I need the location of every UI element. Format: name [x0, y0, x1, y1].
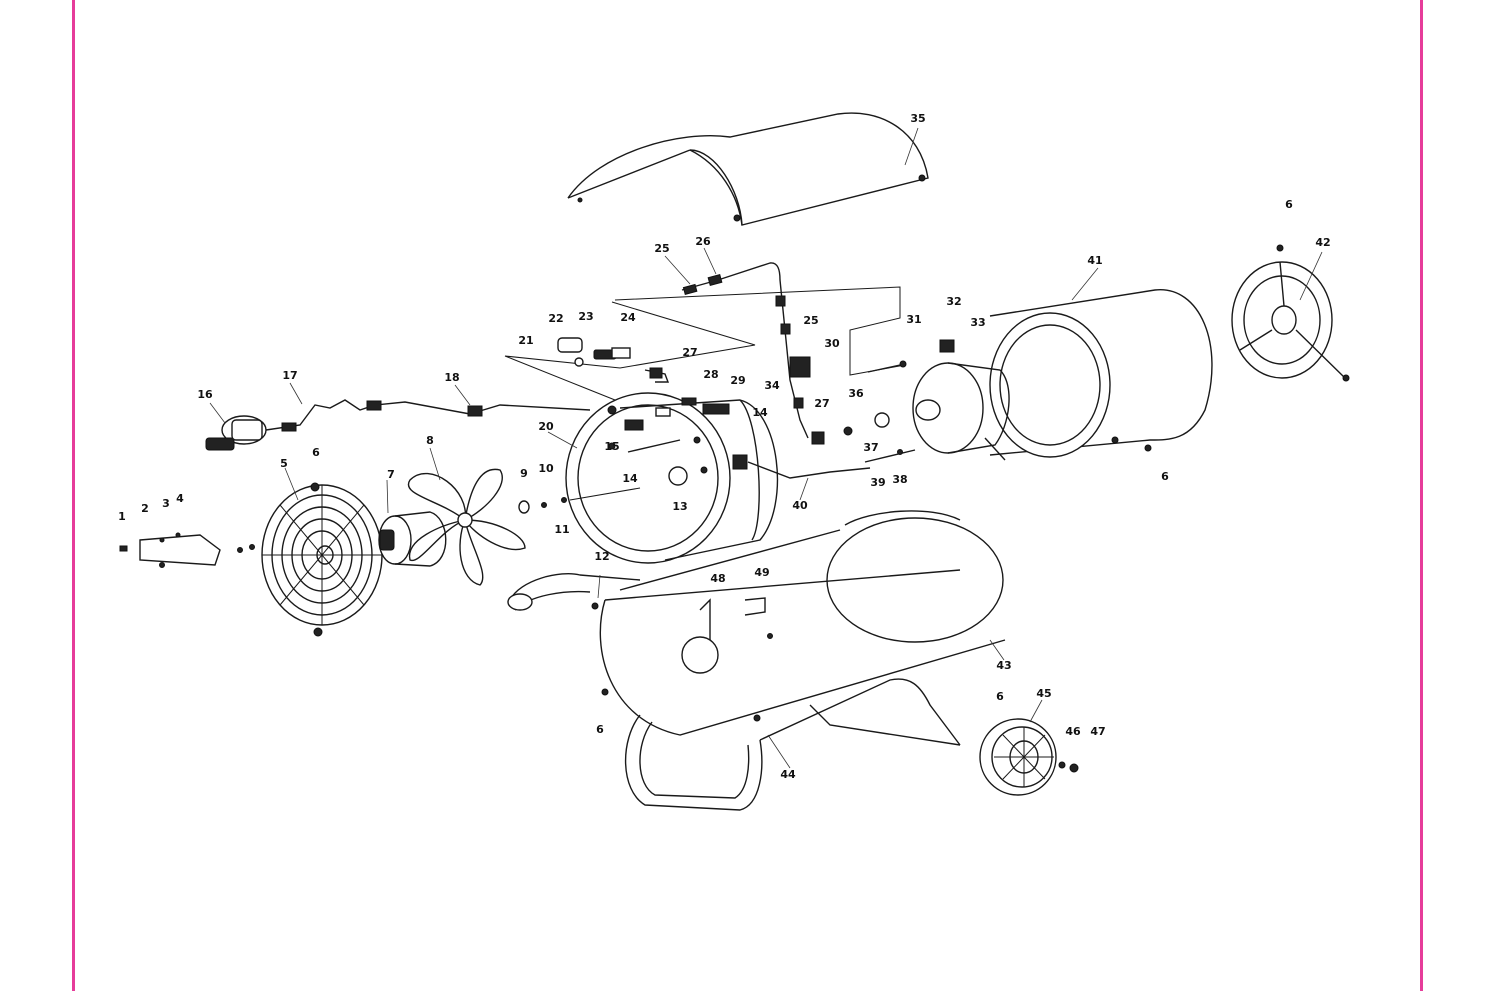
lower-housing	[599, 510, 1006, 736]
right-margin-rule	[1420, 0, 1423, 991]
callout-41: 41	[1087, 254, 1102, 267]
callout-10: 10	[538, 462, 554, 475]
callout-5: 5	[280, 457, 288, 470]
callout-37: 37	[863, 441, 878, 454]
callout-23: 23	[578, 310, 593, 323]
rear-shell	[912, 289, 1213, 461]
top-cover	[567, 112, 929, 226]
callout-30: 30	[824, 337, 840, 350]
callout-25: 25	[803, 314, 818, 327]
callout-35: 35	[910, 112, 925, 125]
callout-42: 42	[1315, 236, 1330, 249]
callout-6: 6	[1161, 470, 1169, 483]
callout-13: 13	[672, 500, 687, 513]
callout-27: 27	[682, 346, 697, 359]
callout-12: 12	[594, 550, 609, 563]
wheel	[979, 718, 1079, 796]
callout-32: 32	[946, 295, 961, 308]
callout-43: 43	[996, 659, 1011, 672]
callout-39: 39	[870, 476, 885, 489]
callout-6: 6	[312, 446, 320, 459]
callout-4: 4	[176, 492, 184, 505]
callout-6: 6	[996, 690, 1004, 703]
burner-element	[507, 573, 641, 611]
fan-blade	[407, 468, 526, 586]
callout-26: 26	[695, 235, 711, 248]
fan-guard	[261, 482, 383, 637]
callout-45: 45	[1036, 687, 1051, 700]
callout-47: 47	[1090, 725, 1105, 738]
callout-29: 29	[730, 374, 745, 387]
callout-17: 17	[282, 369, 297, 382]
callout-31: 31	[906, 313, 921, 326]
callout-48: 48	[710, 572, 725, 585]
callout-21: 21	[518, 334, 533, 347]
callout-44: 44	[780, 768, 796, 781]
callout-11: 11	[554, 523, 569, 536]
callout-22: 22	[548, 312, 563, 325]
leader-lines	[209, 127, 1323, 769]
callout-24: 24	[620, 311, 636, 324]
regulator-hose	[205, 399, 591, 451]
handle-bracket	[119, 532, 255, 568]
callout-14: 14	[752, 406, 768, 419]
left-margin-rule	[72, 0, 75, 991]
callout-33: 33	[970, 316, 985, 329]
callout-38: 38	[892, 473, 907, 486]
gas-line	[747, 461, 871, 479]
callout-28: 28	[703, 368, 718, 381]
front-chamber	[565, 392, 779, 564]
cart-frame	[624, 678, 961, 811]
shaft-hardware	[518, 487, 641, 514]
callout-49: 49	[754, 566, 769, 579]
callout-1: 1	[118, 510, 126, 523]
callout-6: 6	[596, 723, 604, 736]
callout-27: 27	[814, 397, 829, 410]
callout-15: 15	[604, 440, 619, 453]
callout-25: 25	[654, 242, 669, 255]
callout-6: 6	[1285, 198, 1293, 211]
ignition-parts	[864, 339, 955, 463]
callout-20: 20	[538, 420, 554, 433]
callout-40: 40	[792, 499, 808, 512]
callout-36: 36	[848, 387, 864, 400]
fuel-line-tubing	[504, 262, 906, 439]
rear-guard	[1231, 244, 1350, 382]
callout-3: 3	[162, 497, 170, 510]
callout-2: 2	[141, 502, 149, 515]
valve-fittings	[557, 337, 853, 445]
callout-18: 18	[444, 371, 459, 384]
callout-14: 14	[622, 472, 638, 485]
callout-7: 7	[387, 468, 395, 481]
callout-9: 9	[520, 467, 528, 480]
callout-46: 46	[1065, 725, 1081, 738]
callout-8: 8	[426, 434, 434, 447]
callout-34: 34	[764, 379, 780, 392]
fan-motor	[378, 511, 447, 567]
callout-16: 16	[197, 388, 213, 401]
